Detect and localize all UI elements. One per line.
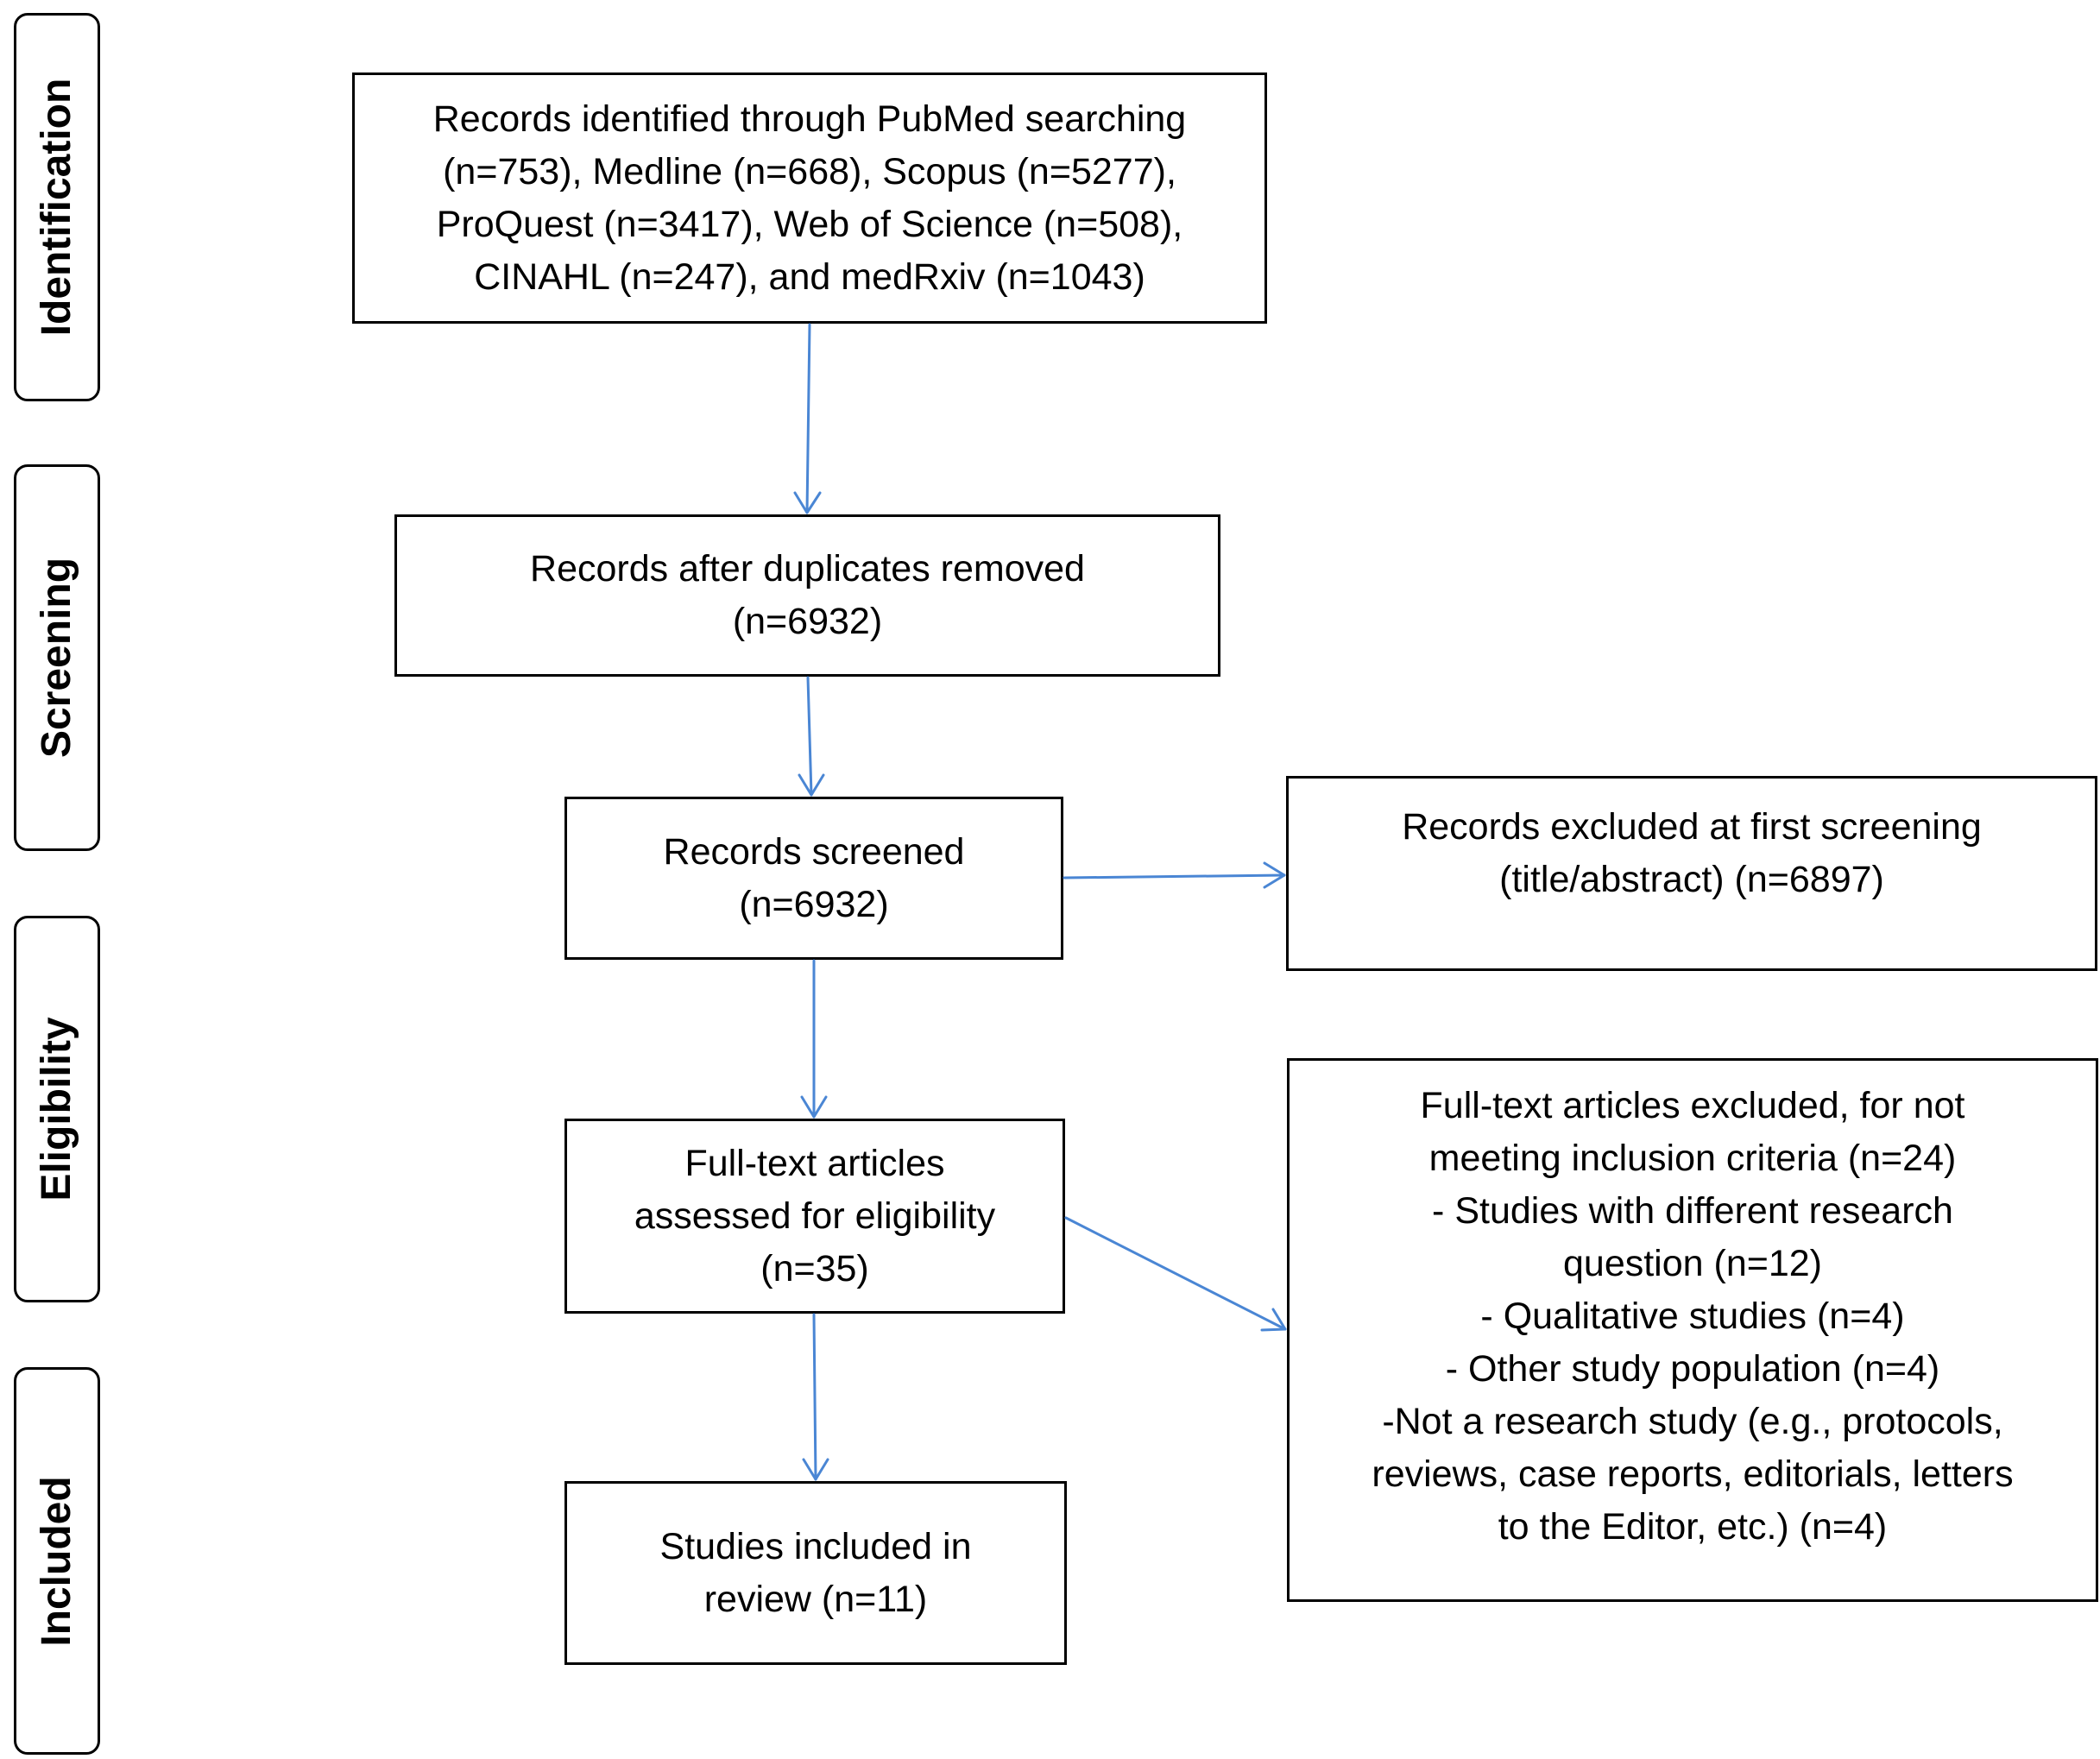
stage-identification: Identification xyxy=(14,13,100,401)
stage-screening-label: Screening xyxy=(34,557,79,759)
records-excluded-first-line: (title/abstract) (n=6897) xyxy=(1499,859,1884,900)
records-screened-box: Records screened (n=6932) xyxy=(564,797,1063,960)
full-text-excluded-line: reviews, case reports, editorials, lette… xyxy=(1372,1453,2014,1495)
studies-included-line: review (n=11) xyxy=(703,1578,928,1620)
records-screened-line: (n=6932) xyxy=(739,883,889,925)
records-screened-line: Records screened xyxy=(663,830,965,873)
arrow-duplicates-to-screened xyxy=(798,676,825,797)
stage-included-label: Included xyxy=(34,1475,79,1647)
records-identified-line: ProQuest (n=3417), Web of Science (n=508… xyxy=(436,203,1183,245)
full-text-excluded-line: question (n=12) xyxy=(1562,1243,1822,1284)
duplicates-removed-box: Records after duplicates removed (n=6932… xyxy=(394,514,1220,677)
full-text-excluded-line: meeting inclusion criteria (n=24) xyxy=(1428,1138,1957,1179)
full-text-excluded-line: - Qualitative studies (n=4) xyxy=(1480,1296,1905,1337)
full-text-excluded-line: -Not a research study (e.g., protocols, xyxy=(1382,1401,2003,1442)
records-identified-line: Records identified through PubMed search… xyxy=(432,98,1187,140)
studies-included-box: Studies included in review (n=11) xyxy=(564,1481,1067,1665)
records-excluded-first-line: Records excluded at first screening xyxy=(1402,806,1982,848)
full-text-excluded-line: to the Editor, etc.) (n=4) xyxy=(1498,1506,1888,1548)
full-text-assessed-box: Full-text articles assessed for eligibil… xyxy=(564,1119,1065,1314)
full-text-assessed-line: Full-text articles xyxy=(684,1142,945,1184)
records-identified-line: (n=753), Medline (n=668), Scopus (n=5277… xyxy=(443,150,1176,192)
stage-eligibility: Eligibility xyxy=(14,916,100,1302)
arrow-screened-to-assessed xyxy=(800,959,828,1119)
full-text-excluded-box: Full-text articles excluded, for not mee… xyxy=(1287,1058,2098,1602)
duplicates-removed-line: (n=6932) xyxy=(732,601,883,642)
records-excluded-first-box: Records excluded at first screening (tit… xyxy=(1286,776,2097,971)
arrow-assessed-to-included xyxy=(802,1313,829,1481)
studies-included-line: Studies included in xyxy=(659,1525,972,1567)
records-identified-box: Records identified through PubMed search… xyxy=(352,73,1267,324)
full-text-excluded-line: - Other study population (n=4) xyxy=(1445,1348,1940,1390)
stage-eligibility-label: Eligibility xyxy=(34,1017,79,1201)
full-text-assessed-line: (n=35) xyxy=(760,1247,869,1289)
stage-screening: Screening xyxy=(14,464,100,851)
stage-identification-label: Identification xyxy=(34,78,79,337)
full-text-excluded-line: - Studies with different research xyxy=(1432,1190,1953,1232)
arrow-screened-to-excluded xyxy=(1063,861,1286,889)
stage-included: Included xyxy=(14,1367,100,1755)
duplicates-removed-line: Records after duplicates removed xyxy=(530,548,1085,589)
arrow-assessed-to-excluded xyxy=(1064,1216,1287,1332)
records-identified-line: CINAHL (n=247), and medRxiv (n=1043) xyxy=(474,255,1145,298)
arrow-identified-to-duplicates xyxy=(793,323,822,514)
full-text-excluded-line: Full-text articles excluded, for not xyxy=(1420,1085,1965,1126)
full-text-assessed-line: assessed for eligibility xyxy=(634,1195,996,1237)
